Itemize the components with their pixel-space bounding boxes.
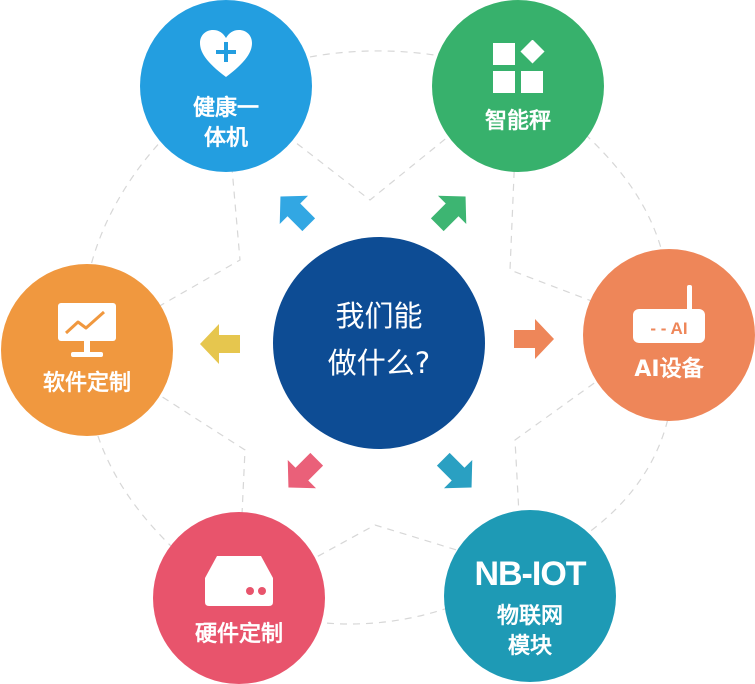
node-software-line-1: 软件定制 (42, 371, 131, 396)
arrow-to-ai (514, 319, 554, 359)
node-nbiot-line-2: 模块 (507, 634, 552, 659)
node-nbiot-label: 物联网 模块 (444, 602, 616, 662)
node-software[interactable]: 软件定制 (1, 264, 173, 436)
node-health[interactable]: 健康一 体机 (140, 0, 312, 172)
arrow-to-health (279, 195, 316, 232)
heart-plus-icon (200, 30, 252, 77)
arrow-shape (287, 452, 324, 489)
center-node: 我们能 做什么? (273, 237, 485, 449)
arrow-to-software (200, 324, 240, 364)
arrow-shape (514, 319, 554, 359)
node-health-line-1: 健康一 (192, 96, 259, 121)
node-nbiot[interactable]: NB-IOT 物联网 模块 (444, 510, 616, 682)
node-ai-label: AI设备 (583, 355, 755, 385)
monitor-chart-icon (58, 303, 116, 357)
node-ai-line-1: AI设备 (634, 357, 704, 382)
node-hardware-line-1: 硬件定制 (194, 622, 283, 647)
router-antenna-text: - - AI (650, 319, 687, 338)
arrow-to-hardware (287, 452, 324, 489)
center-line-1: 我们能 (335, 299, 423, 333)
node-hardware[interactable]: 硬件定制 (153, 512, 325, 684)
grid-blocks-icon (493, 40, 545, 93)
spoke-top (224, 79, 519, 201)
node-scale-line-1: 智能秤 (484, 109, 551, 134)
node-nbiot-title: NB-IOT (474, 555, 586, 593)
node-health-label: 健康一 体机 (140, 94, 312, 154)
server-box-icon (205, 556, 273, 606)
node-health-line-2: 体机 (203, 126, 248, 151)
arrow-shape (436, 452, 473, 489)
arrow-to-scale (430, 195, 467, 232)
arrow-shape (430, 195, 467, 232)
arrow-shape (279, 195, 316, 232)
center-label: 我们能 做什么? (273, 293, 485, 387)
router-antenna-icon: - - AI (633, 285, 705, 343)
node-nbiot-line-1: 物联网 (496, 604, 563, 629)
node-software-label: 软件定制 (1, 369, 173, 399)
node-ai[interactable]: - - AI AI设备 (583, 249, 755, 421)
node-scale[interactable]: 智能秤 (432, 0, 604, 172)
node-scale-label: 智能秤 (432, 107, 604, 137)
arrow-to-nbiot (436, 452, 473, 489)
node-hardware-label: 硬件定制 (153, 620, 325, 650)
arrow-shape (200, 324, 240, 364)
center-line-2: 做什么? (327, 346, 431, 380)
